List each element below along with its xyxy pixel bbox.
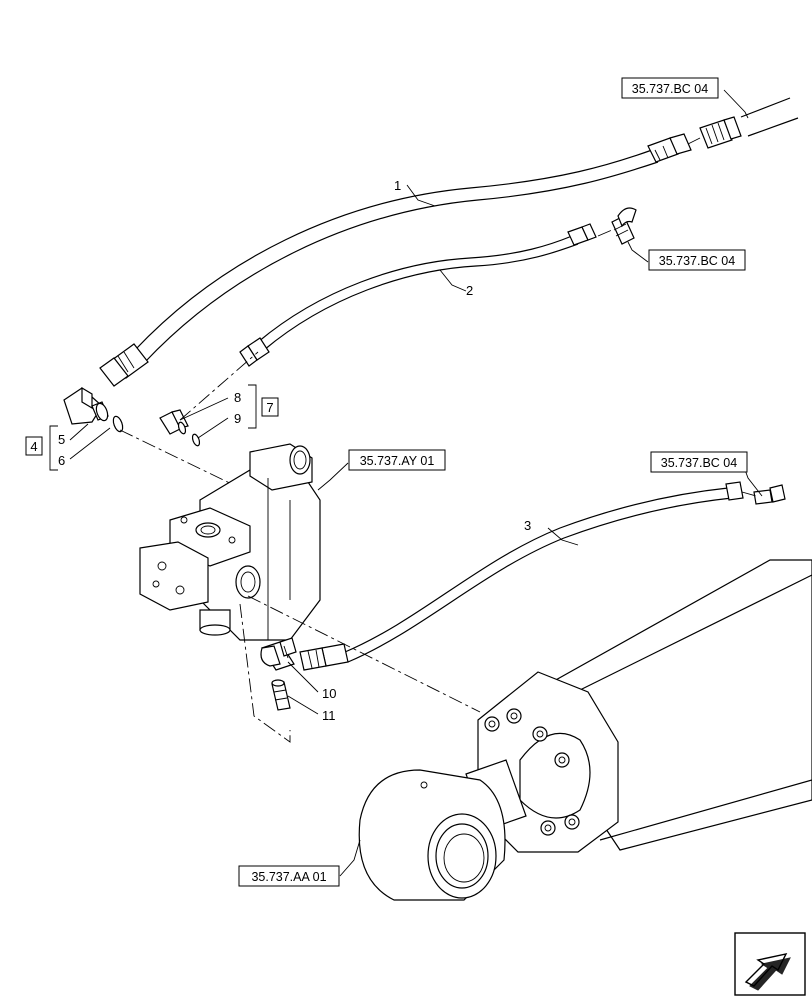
ref-text-top-right: 35.737.BC 04 [632, 82, 708, 96]
ref-text-hose3-end: 35.737.BC 04 [661, 456, 737, 470]
fitting-5 [63, 386, 109, 425]
elbow-fitting-10 [260, 637, 297, 671]
ref-text-cylinder: 35.737.AA 01 [251, 870, 326, 884]
callout-11: 11 [322, 708, 336, 723]
adapter-top-right [687, 97, 799, 149]
elbow-fitting-right [597, 207, 637, 245]
callout-5: 5 [58, 432, 65, 447]
fitting-8 [159, 409, 189, 435]
callout-10: 10 [322, 686, 336, 701]
callout-4: 4 [30, 439, 37, 454]
ref-box-valve[interactable]: 35.737.AY 01 [348, 449, 446, 471]
callout-6: 6 [58, 453, 65, 468]
hose-2 [239, 223, 597, 367]
ref-box-middle-right[interactable]: 35.737.BC 04 [648, 249, 746, 271]
fitting-11 [271, 679, 291, 711]
o-ring-9 [191, 433, 201, 447]
ref-box-top-right[interactable]: 35.737.BC 04 [621, 77, 719, 99]
ref-text-middle-right: 35.737.BC 04 [659, 254, 735, 268]
o-ring-6 [112, 415, 124, 433]
callout-1: 1 [394, 178, 401, 193]
arrow-navigation-icon[interactable] [734, 932, 806, 996]
ref-box-hose3-end[interactable]: 35.737.BC 04 [650, 451, 748, 473]
hose-3 [299, 481, 786, 671]
callout-9: 9 [234, 411, 241, 426]
ref-text-valve: 35.737.AY 01 [360, 454, 435, 468]
callout-group-4: 4 5 6 [25, 425, 65, 471]
leader-lines [69, 89, 763, 877]
valve-block [139, 443, 321, 641]
hydraulic-cylinder [358, 559, 812, 901]
callout-3: 3 [524, 518, 531, 533]
callout-group-7: 8 9 7 [234, 384, 279, 429]
ref-box-cylinder[interactable]: 35.737.AA 01 [238, 865, 340, 887]
callout-2: 2 [466, 283, 473, 298]
hose-1 [99, 133, 692, 387]
callout-7: 7 [266, 400, 273, 415]
callout-8: 8 [234, 390, 241, 405]
